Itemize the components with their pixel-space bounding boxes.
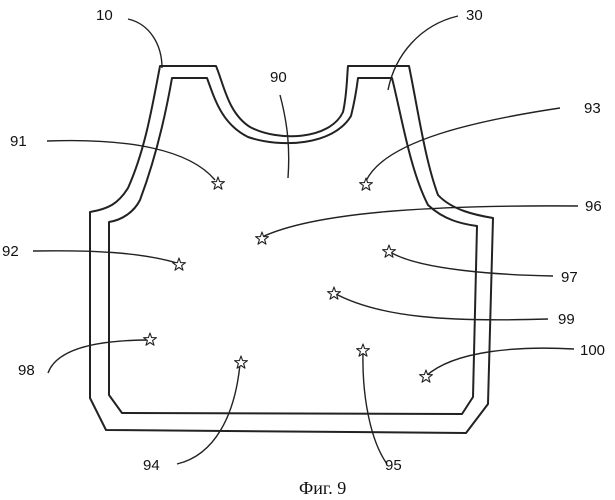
label-90: 90: [270, 69, 287, 86]
label-99: 99: [558, 311, 575, 328]
label-10: 10: [96, 7, 113, 24]
label-96: 96: [585, 198, 602, 215]
label-93: 93: [584, 100, 601, 117]
star-marker-96: [256, 232, 269, 244]
star-marker-97: [383, 245, 396, 257]
leader-95: [363, 352, 387, 464]
garment-outer-outline: [90, 66, 493, 433]
label-100: 100: [580, 342, 605, 359]
label-30: 30: [466, 7, 483, 24]
star-marker-99: [328, 287, 341, 299]
leader-10: [128, 19, 162, 68]
star-marker-94: [235, 356, 248, 368]
star-marker-93: [360, 178, 373, 190]
label-98: 98: [18, 362, 35, 379]
label-92: 92: [2, 243, 19, 260]
leader-99: [334, 293, 548, 320]
label-91: 91: [10, 133, 27, 150]
leader-98: [48, 340, 150, 373]
label-97: 97: [561, 269, 578, 286]
leader-92: [33, 251, 177, 263]
figure-caption: Фиг. 9: [299, 478, 346, 498]
label-94: 94: [143, 457, 160, 474]
leader-100: [426, 348, 574, 376]
leader-97: [390, 252, 553, 276]
leader-91: [47, 141, 215, 180]
label-95: 95: [385, 457, 402, 474]
star-marker-98: [144, 333, 157, 345]
star-marker-92: [173, 258, 186, 270]
leader-93: [366, 108, 560, 181]
leader-96: [262, 206, 578, 237]
leader-30: [388, 16, 458, 90]
